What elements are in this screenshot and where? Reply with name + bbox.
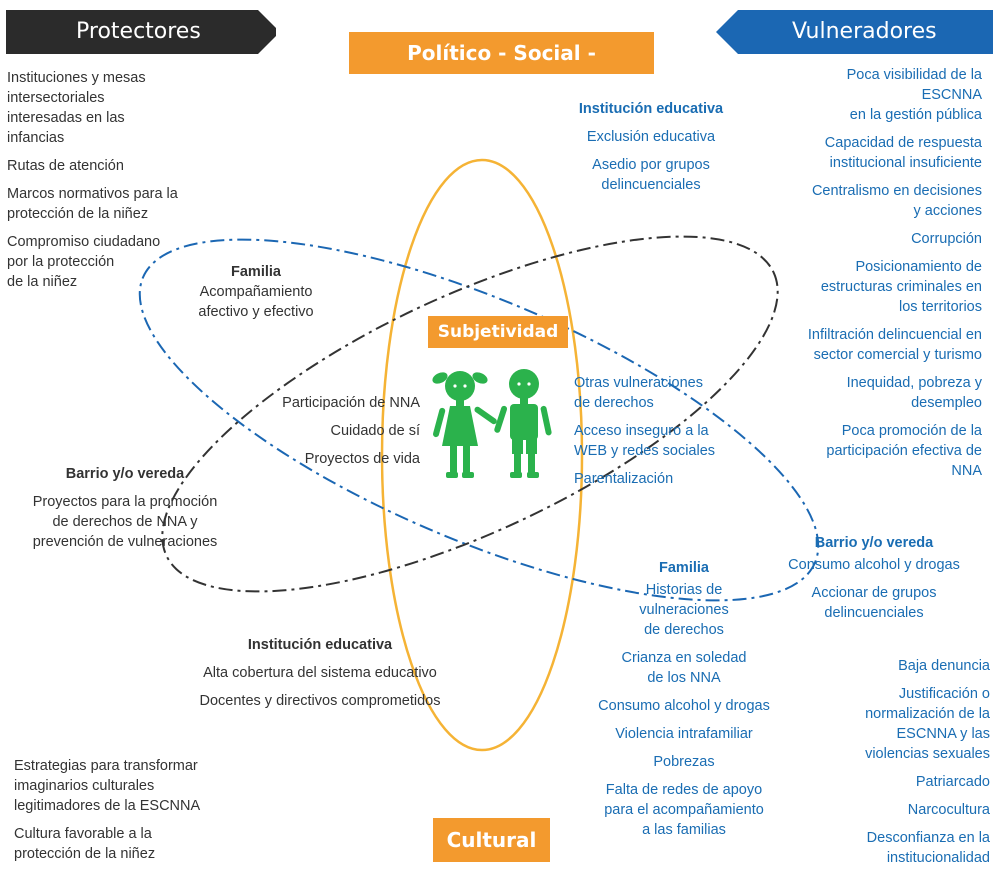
bottom-dimension-label: Cultural [433, 818, 550, 862]
left-cultural-factors: Estrategias para transformar imaginarios… [14, 756, 234, 872]
family-risk-title: Familia [659, 560, 709, 576]
school-protective-item: Alta cobertura del sistema educativo [203, 665, 437, 681]
school-protective-title: Institución educativa [247, 637, 393, 653]
subjectivity-risk-item: Parentalización [574, 471, 674, 487]
protective-factor: Instituciones y mesas intersectoriales i… [7, 70, 146, 146]
protectors-label: Protectores [76, 19, 201, 44]
arrow-right-icon [6, 10, 276, 54]
children-icon [432, 369, 552, 478]
cultural-factor: Cultura favorable a la protección de la … [14, 826, 156, 862]
cultural-risk-factor: Patriarcado [915, 774, 990, 790]
family-risk-item: Violencia intrafamiliar [615, 726, 753, 742]
school-protective-item: Docentes y directivos comprometidos [199, 693, 441, 709]
neighborhood-protective-text: Proyectos para la promoción de derechos … [32, 494, 218, 550]
family-protective: Familia Acompañamiento afectivo y efecti… [176, 262, 336, 322]
family-risk: Familia Historias de vulneraciones de de… [584, 558, 784, 848]
subjectivity-protective-item: Cuidado de sí [330, 423, 420, 439]
family-risk-item: Crianza en soledad de los NNA [621, 650, 747, 686]
risk-factor: Capacidad de respuesta institucional ins… [824, 135, 982, 171]
family-risk-item: Historias de vulneraciones de derechos [639, 582, 729, 638]
family-neighborhood-ellipse [138, 238, 820, 602]
family-protective-title: Familia [231, 264, 281, 280]
school-risk: Institución educativa Exclusión educativ… [556, 99, 746, 203]
left-protective-factors: Instituciones y mesas intersectoriales i… [7, 68, 217, 300]
right-risk-factors: Poca visibilidad de la ESCNNA en la gest… [760, 65, 982, 489]
cultural-risk-factor: Baja denuncia [898, 658, 990, 674]
protectors-arrow: Protectores [6, 10, 276, 54]
neighborhood-risk: Barrio y/o vereda Consumo alcohol y drog… [774, 533, 974, 631]
school-risk-item: Exclusión educativa [586, 129, 716, 145]
cultural-factor: Estrategias para transformar imaginarios… [14, 758, 201, 814]
protective-factor: Compromiso ciudadano por la protección d… [7, 234, 161, 290]
protective-factor: Rutas de atención [7, 158, 124, 174]
family-protective-text: Acompañamiento afectivo y efectivo [198, 284, 314, 320]
risk-factor: Posicionamiento de estructuras criminale… [820, 259, 982, 315]
cultural-risk-factor: Narcocultura [907, 802, 990, 818]
right-cultural-risk-factors: Baja denuncia Justificación o normalizac… [800, 656, 990, 876]
arrow-left-icon [716, 10, 993, 54]
neighborhood-risk-title: Barrio y/o vereda [814, 535, 934, 551]
school-neighborhood-ellipse [161, 235, 779, 593]
family-risk-item: Falta de redes de apoyo para el acompaña… [604, 782, 764, 838]
neighborhood-protective-title: Barrio y/o vereda [65, 466, 185, 482]
risk-factor: Poca promoción de la participación efect… [826, 423, 982, 479]
protective-factor: Marcos normativos para la protección de … [7, 186, 178, 222]
cultural-ellipse [380, 158, 584, 752]
risk-factor: Infiltración delincuencial en sector com… [807, 327, 982, 363]
subjectivity-risk: Otras vulneraciones de derechos Acceso i… [574, 373, 744, 497]
risk-factor: Inequidad, pobreza y desempleo [846, 375, 982, 411]
violators-label: Vulneradores [792, 19, 937, 44]
risk-factor: Corrupción [911, 231, 982, 247]
school-risk-item: Asedio por grupos delincuenciales [592, 157, 710, 193]
neighborhood-protective: Barrio y/o vereda Proyectos para la prom… [10, 464, 240, 552]
violators-arrow: Vulneradores [716, 10, 993, 54]
subjectivity-protective-item: Participación de NNA [282, 395, 420, 411]
family-risk-item: Consumo alcohol y drogas [598, 698, 770, 714]
school-risk-title: Institución educativa [578, 101, 724, 117]
family-risk-item: Pobrezas [653, 754, 715, 770]
neighborhood-risk-item: Consumo alcohol y drogas [788, 557, 960, 573]
risk-factor: Centralismo en decisiones y acciones [811, 183, 982, 219]
neighborhood-risk-item: Accionar de grupos delincuenciales [811, 585, 937, 621]
top-dimension-label: Político - Social - Económico [349, 32, 654, 107]
subjectivity-protective: Participación de NNA Cuidado de sí Proye… [250, 393, 420, 477]
risk-factor: Poca visibilidad de la ESCNNA en la gest… [846, 67, 982, 123]
subjectivity-risk-item: Acceso inseguro a la WEB y redes sociale… [574, 423, 716, 459]
cultural-risk-factor: Desconfianza en la institucionalidad [866, 830, 990, 866]
subjectivity-risk-item: Otras vulneraciones de derechos [574, 375, 703, 411]
subjectivity-label: Subjetividad [428, 316, 568, 348]
cultural-risk-factor: Justificación o normalización de la ESCN… [865, 686, 990, 762]
subjectivity-protective-item: Proyectos de vida [304, 451, 420, 467]
school-protective: Institución educativa Alta cobertura del… [180, 635, 460, 719]
